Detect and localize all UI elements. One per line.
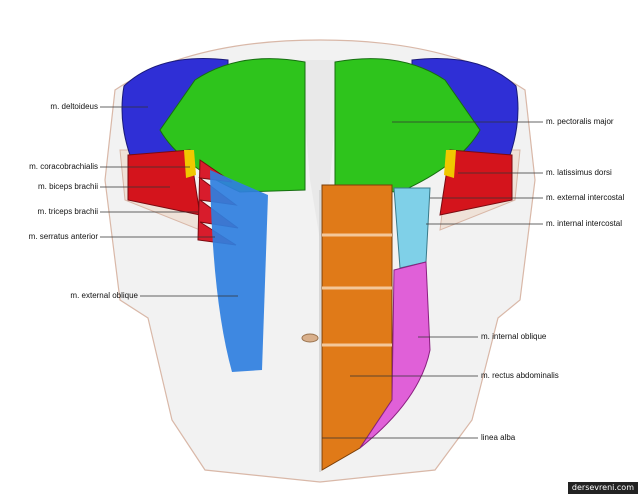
intercostal-muscles bbox=[393, 187, 431, 269]
label-pectoralis-major: m. pectoralis major bbox=[546, 117, 614, 126]
external-oblique-muscle bbox=[210, 170, 268, 372]
navel bbox=[301, 333, 319, 343]
leader-lines bbox=[100, 106, 543, 439]
label-external-intercostal: m. external intercostal bbox=[546, 193, 625, 202]
label-triceps-brachii: m. triceps brachii bbox=[37, 207, 98, 216]
label-linea-alba: linea alba bbox=[481, 433, 516, 442]
label-biceps-brachii: m. biceps brachii bbox=[37, 182, 98, 191]
label-rectus-abdominalis: m. rectus abdominalis bbox=[481, 371, 559, 380]
right-biceps-muscle bbox=[439, 149, 513, 216]
label-latissimus-dorsi: m. latissimus dorsi bbox=[546, 168, 612, 177]
label-deltoideus: m. deltoideus bbox=[50, 102, 98, 111]
label-serratus-anterior: m. serratus anterior bbox=[28, 232, 98, 241]
left-pectoralis-muscle bbox=[159, 58, 306, 193]
watermark: dersevreni.com bbox=[567, 482, 638, 494]
internal-oblique-muscle bbox=[359, 261, 431, 449]
right-coracobrachialis-muscle bbox=[444, 150, 456, 178]
label-internal-intercostal: m. internal intercostal bbox=[546, 219, 623, 228]
label-external-oblique: m. external oblique bbox=[70, 291, 138, 300]
label-coracobrachialis: m. coracobrachialis bbox=[29, 162, 98, 171]
skin-midline bbox=[300, 60, 340, 240]
label-internal-oblique: m. internal oblique bbox=[481, 332, 547, 341]
left-coracobrachialis-muscle bbox=[184, 150, 196, 178]
